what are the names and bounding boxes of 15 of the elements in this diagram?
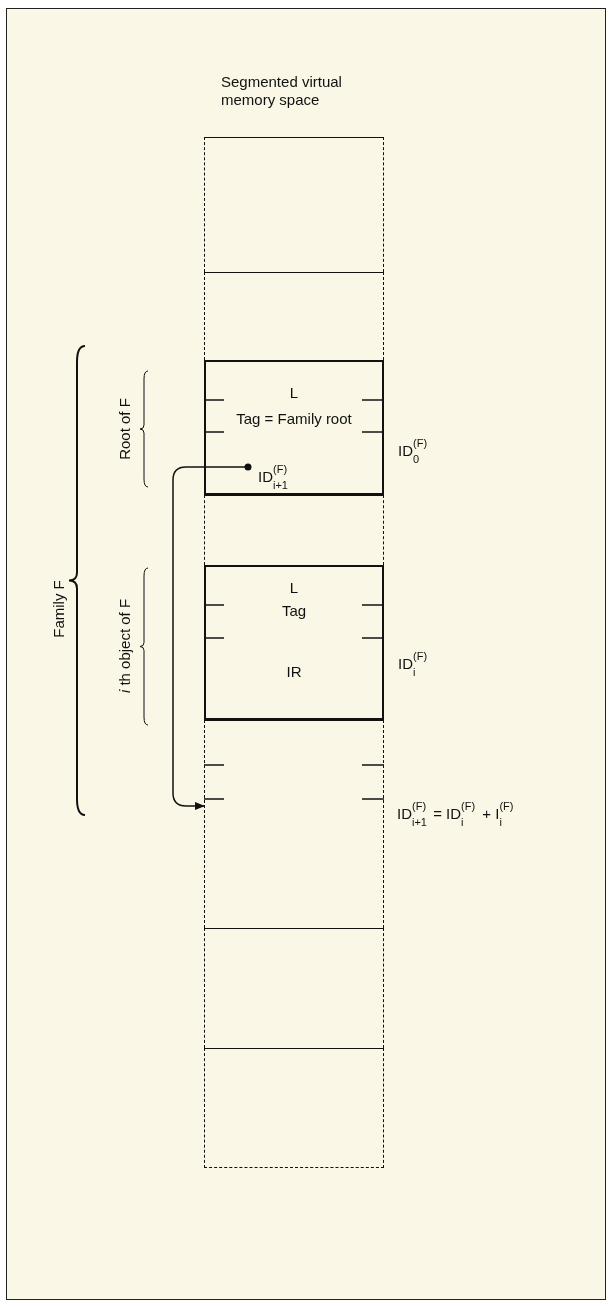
field-label: IR <box>286 663 302 681</box>
brace-label: Family F <box>50 580 68 638</box>
field-label: Tag <box>281 602 307 620</box>
memory-segment <box>204 928 384 1048</box>
brace-label: Root of F <box>116 398 134 460</box>
memory-segment <box>204 495 384 565</box>
field-label: Tag = Family root <box>236 410 352 428</box>
memory-segment <box>204 137 384 272</box>
field-label: L <box>289 579 299 597</box>
diagram-title: Segmented virtual memory space <box>221 73 343 109</box>
pointer-arrow <box>172 463 252 810</box>
brace-label: i th object of F <box>116 598 134 694</box>
memory-segment <box>204 272 384 360</box>
memory-segment <box>204 1048 384 1168</box>
field-label: L <box>289 384 299 402</box>
